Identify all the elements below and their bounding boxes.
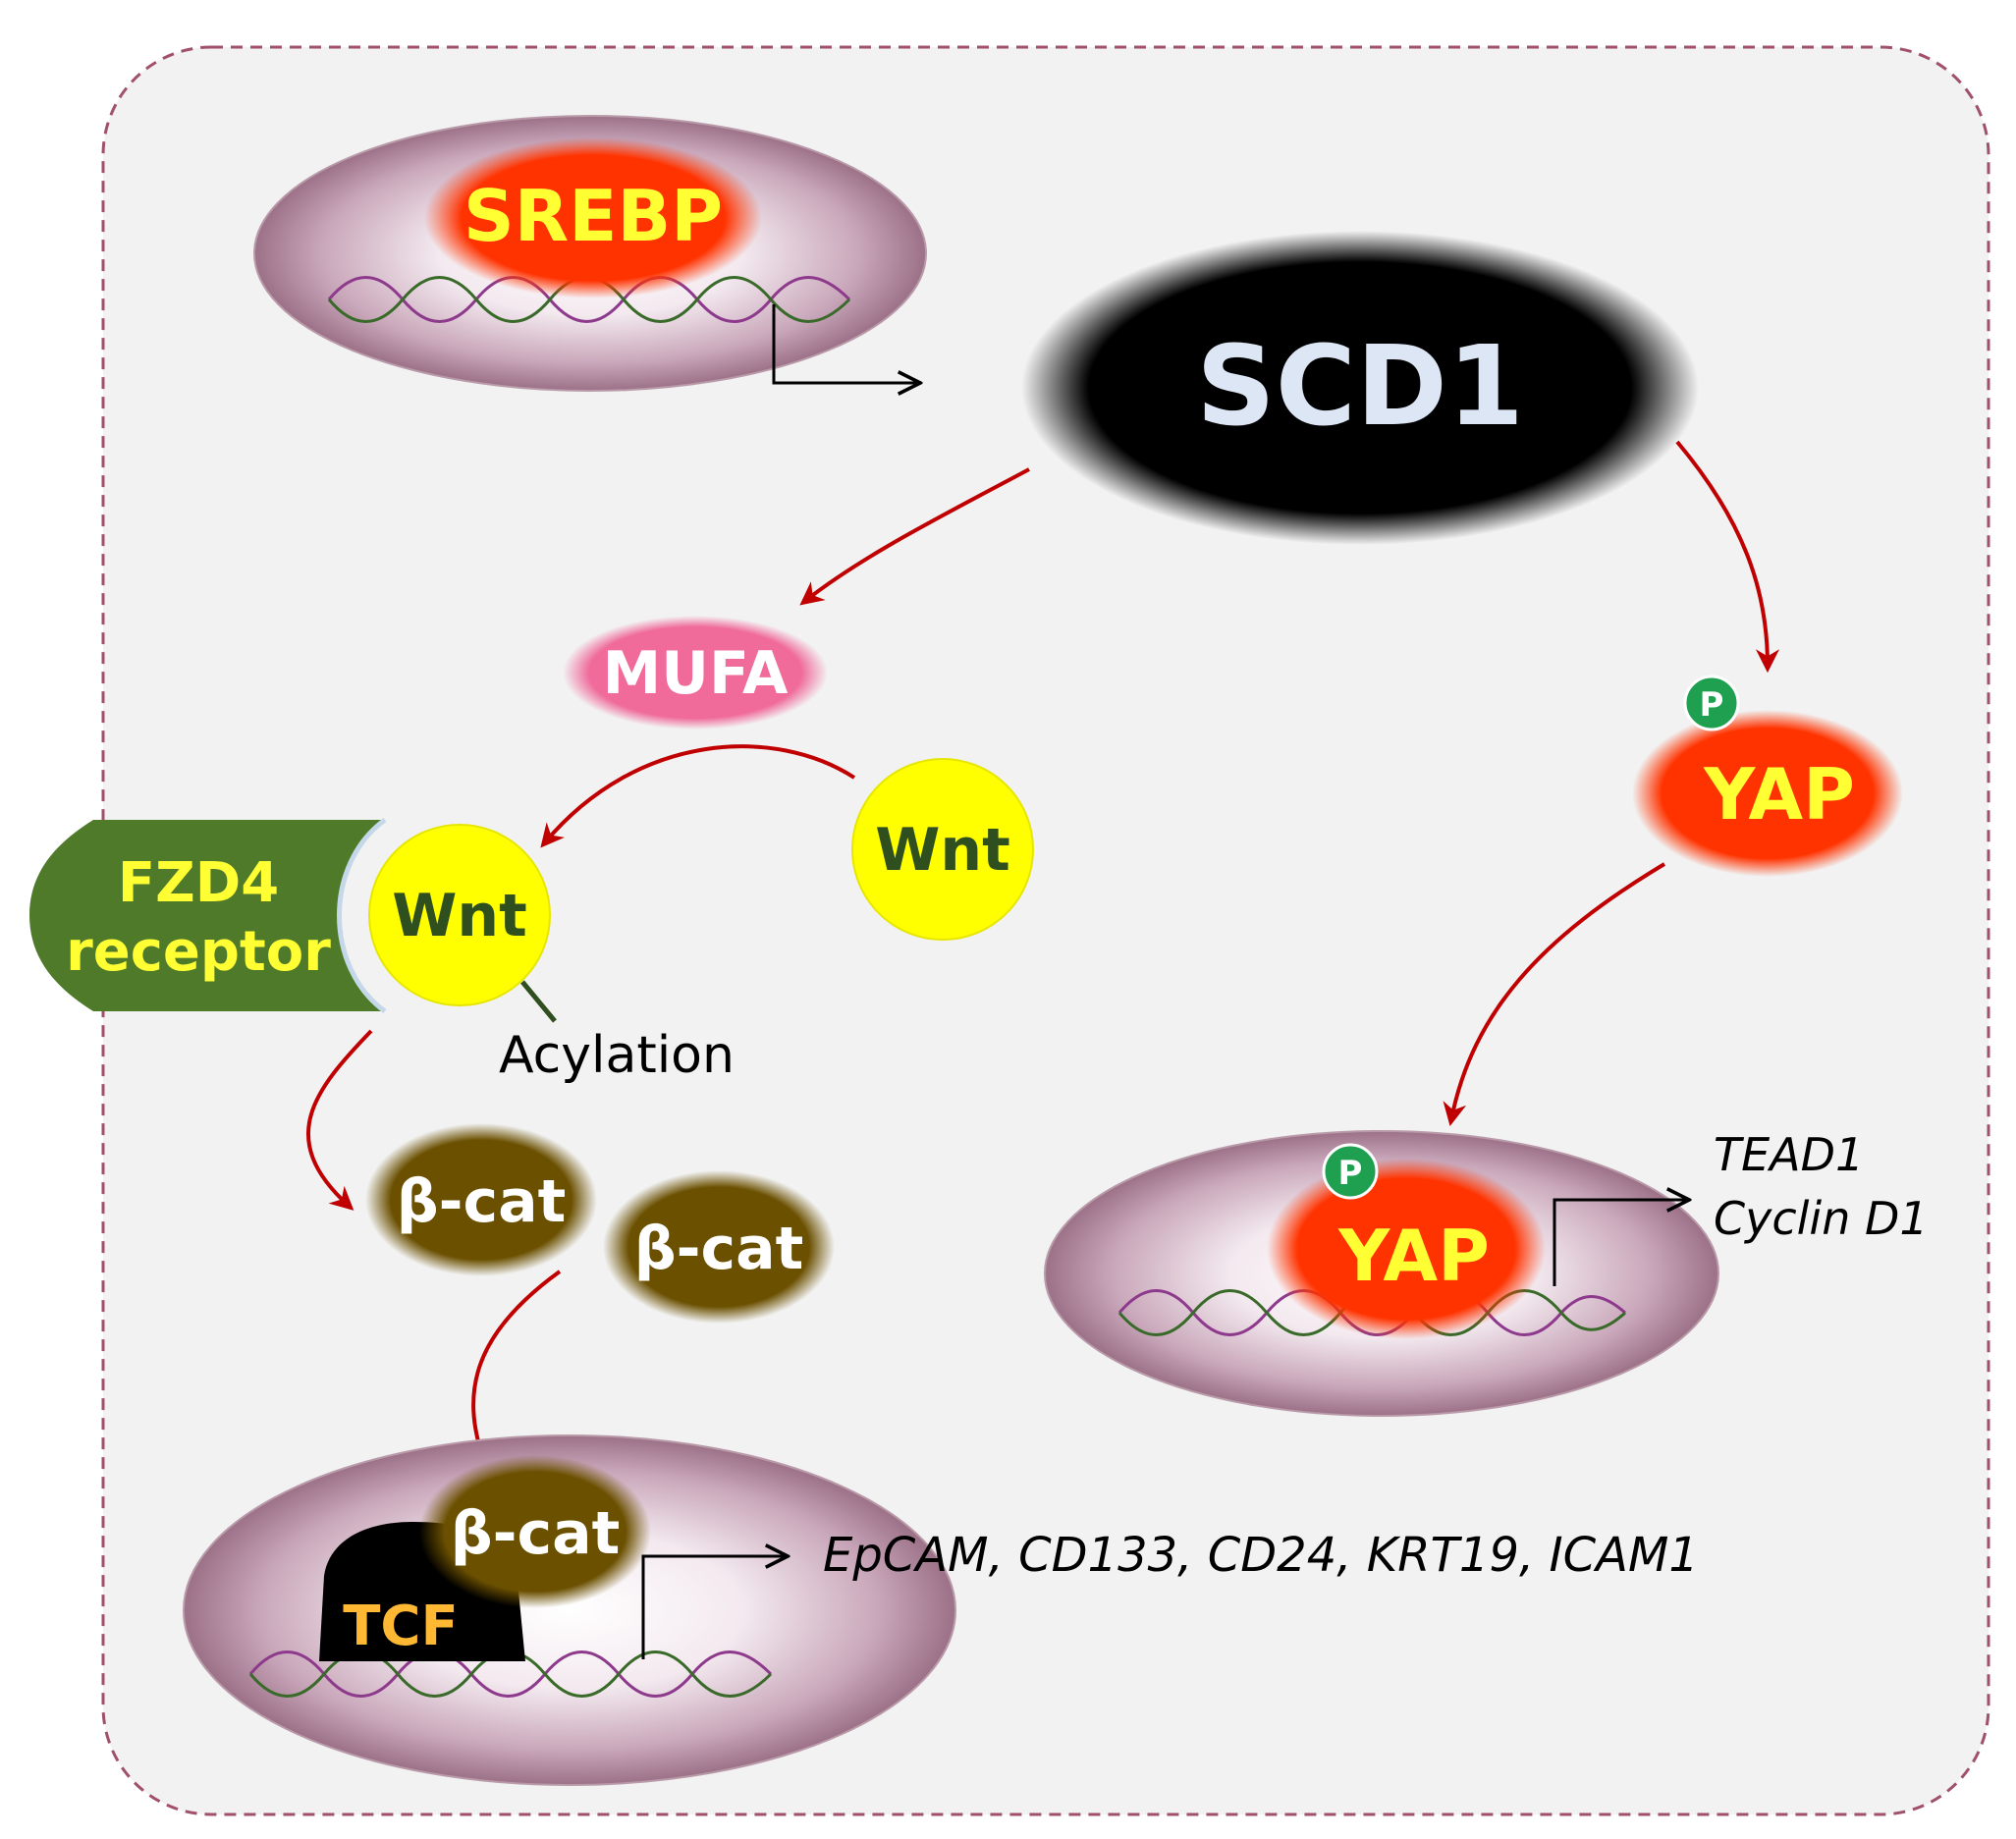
srebp-nucleus: SREBP [253, 115, 927, 392]
bcat-nucleus: TCF β-cat [183, 1434, 956, 1786]
wnt-bound-label: Wnt [392, 882, 527, 950]
yap-target-gene-2: Cyclin D1 [1714, 1192, 1929, 1245]
srebp-blob [424, 137, 762, 298]
wnt-free-label: Wnt [875, 816, 1010, 885]
fzd4-label-line2: receptor [66, 920, 331, 984]
scd1-blob [1021, 231, 1699, 545]
wnt-bound-circle [368, 824, 551, 1006]
acylation-tail [520, 980, 557, 1023]
yap-target-arrow [1553, 1200, 1687, 1286]
yap-to-nucleus-arrow [1443, 862, 1666, 1127]
bcat-to-nucleus-arrow [466, 1270, 562, 1465]
bcat-target-genes: EpCAM, CD133, CD24, KRT19, ICAM1 [823, 1528, 1699, 1583]
yap-target-gene-1: TEAD1 [1714, 1128, 1864, 1181]
wnt-free-circle [851, 758, 1034, 941]
scd1-to-mufa-arrow [799, 467, 1030, 606]
scd1-label: SCD1 [1196, 323, 1524, 451]
fzd4-to-bcat-arrow [306, 1029, 373, 1211]
bcat1-blob [365, 1123, 597, 1276]
tcf-label: TCF [343, 1595, 459, 1658]
wnt-to-wnt-arrow [540, 744, 856, 848]
phospho-cyto-icon [1683, 675, 1740, 731]
srebp-to-scd1-arrow [772, 304, 918, 383]
mufa-label: MUFA [603, 639, 790, 708]
yap-cyto-blob [1632, 710, 1903, 877]
scd1-to-yap-arrow [1675, 440, 1779, 674]
bcat3-label: β-cat [451, 1499, 621, 1568]
yap-cyto-label: YAP [1703, 753, 1855, 836]
fzd4-label-line1: FZD4 [118, 851, 279, 915]
mufa-blob [563, 616, 828, 730]
phospho-nuc-icon [1322, 1143, 1379, 1200]
srebp-label: SREBP [463, 175, 723, 257]
yap-nuc-blob [1267, 1159, 1546, 1339]
yap-nuc-label: YAP [1337, 1215, 1490, 1297]
yap-nucleus: YAP P [1044, 1130, 1719, 1417]
fzd4-receptor [29, 820, 385, 1011]
bcat2-blob [603, 1170, 835, 1324]
bcat2-label: β-cat [634, 1215, 804, 1283]
acylation-label: Acylation [499, 1026, 735, 1085]
bcat-target-arrow [641, 1556, 786, 1659]
bcat3-blob [419, 1455, 651, 1608]
bcat1-label: β-cat [397, 1167, 567, 1236]
phospho-nuc-label: P [1338, 1154, 1363, 1193]
phospho-cyto-label: P [1700, 685, 1724, 725]
